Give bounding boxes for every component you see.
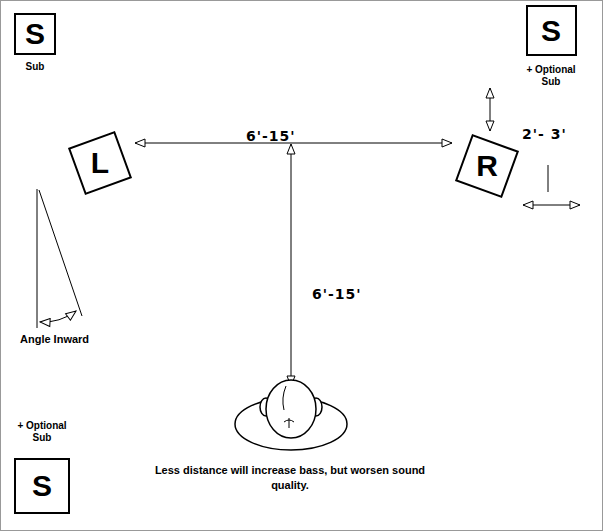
- sub-letter: S: [25, 18, 45, 50]
- subwoofer: S + Optional Sub: [524, 5, 578, 88]
- dimension-label: 6'-15': [312, 286, 362, 302]
- sub-outline: S: [526, 5, 577, 56]
- dimension-label: 6'-15': [246, 128, 296, 144]
- dimension-label: 2'- 3': [522, 126, 567, 142]
- sub-letter: S: [541, 15, 561, 47]
- sub-caption: + Optional Sub: [524, 64, 578, 88]
- speaker-letter: L: [65, 147, 135, 179]
- distance-arrow: [291, 144, 292, 386]
- clearance-tick: [548, 165, 549, 192]
- subwoofer: S Sub: [8, 13, 62, 73]
- sub-caption: + Optional Sub: [10, 420, 74, 444]
- clearance-arrow: [523, 205, 580, 206]
- listener-figure: [235, 380, 347, 450]
- angle-guide-line: [39, 190, 82, 316]
- sub-outline: S: [14, 13, 56, 55]
- sub-letter: S: [32, 470, 52, 502]
- sub-outline: S: [14, 458, 70, 514]
- angle-arc: [40, 311, 76, 322]
- dimension-arrow: [490, 88, 491, 131]
- note-label: Less distance will increase bass, but wo…: [150, 463, 430, 493]
- speaker-letter: R: [452, 150, 522, 182]
- speaker: L: [65, 128, 135, 198]
- note-label: Angle Inward: [20, 333, 89, 345]
- speaker: R: [452, 131, 522, 201]
- subwoofer: + Optional SubS: [10, 420, 74, 514]
- sub-caption: Sub: [8, 61, 62, 73]
- angle-guide-line: [37, 189, 38, 328]
